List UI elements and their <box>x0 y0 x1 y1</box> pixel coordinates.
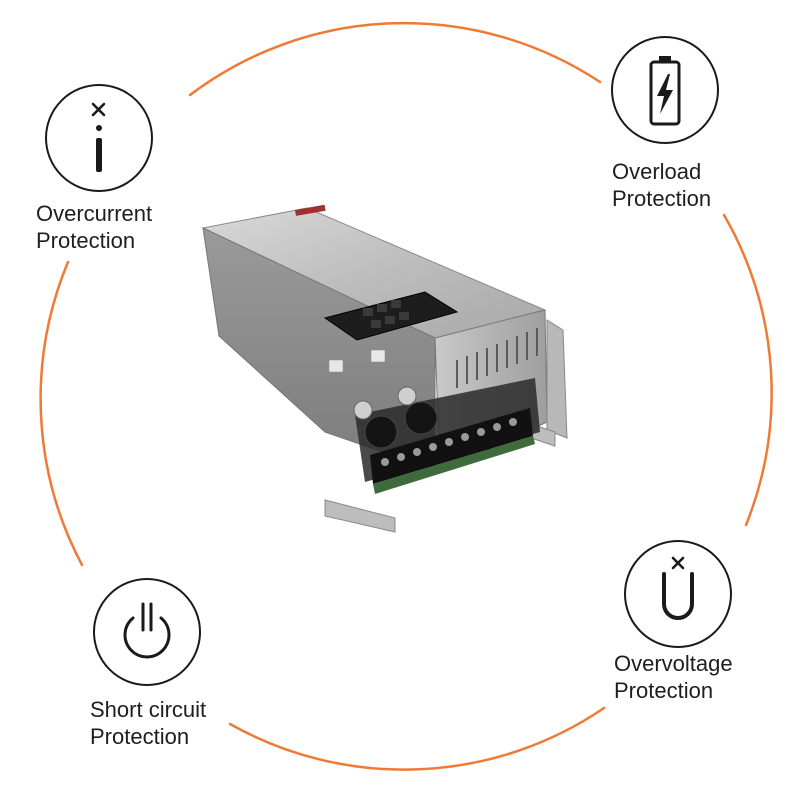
overvoltage-label-line1: Overvoltage <box>614 651 733 676</box>
ring-arc-right <box>722 213 773 527</box>
overvoltage-badge <box>624 540 732 648</box>
ring-arc-left <box>39 260 84 567</box>
overvoltage-label: Overvoltage Protection <box>614 650 733 704</box>
short-circuit-label: Short circuit Protection <box>90 696 206 750</box>
short-circuit-label-line1: Short circuit <box>90 697 207 722</box>
overload-badge <box>611 36 719 144</box>
power-icon <box>123 602 171 659</box>
ring-arc-bottom <box>228 706 606 771</box>
overcurrent-label-line1: Overcurrent <box>36 201 153 226</box>
short-circuit-label-line2: Protection <box>90 724 190 749</box>
overcurrent-label-line2: Protection <box>36 228 136 253</box>
overload-label: Overload Protection <box>612 158 711 212</box>
battery-charge-icon <box>649 56 681 126</box>
overload-label-line2: Protection <box>612 186 712 211</box>
overvoltage-label-line2: Protection <box>614 678 714 703</box>
current-x-i-icon <box>91 102 106 172</box>
power-supply-unit-image <box>201 204 568 533</box>
overcurrent-badge <box>45 84 153 192</box>
overload-label-line1: Overload <box>612 159 702 184</box>
ring-arc-top <box>188 21 602 97</box>
overcurrent-label: Overcurrent Protection <box>36 200 152 254</box>
short-circuit-badge <box>93 578 201 686</box>
voltage-x-u-icon <box>662 556 694 620</box>
